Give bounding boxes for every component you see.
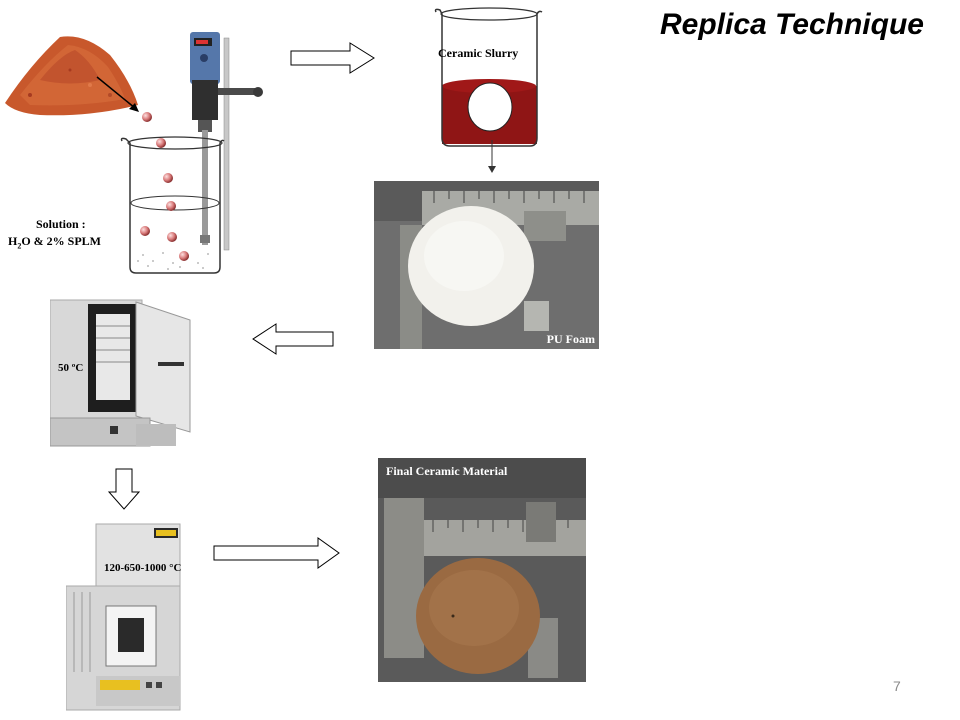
slide-title: Replica Technique [660,8,924,41]
ceramic-powder-image [0,25,140,120]
arrow-right-1 [290,42,375,74]
page-number: 7 [893,678,901,694]
solution-beaker [118,135,228,277]
muffle-furnace-image [66,522,186,712]
pu-foam-label: PU Foam [546,332,595,346]
arrow-left [252,323,334,355]
powder-arrow [96,76,139,112]
solution-label-h: H [8,234,18,248]
arrow-right-2 [213,537,340,569]
falling-particles [142,112,166,148]
slurry-down-arrow [488,140,496,173]
mechanical-stirrer [178,30,268,255]
drying-oven-image [50,296,200,451]
final-ceramic-label: Final Ceramic Material [386,464,508,478]
solution-label-subscript: 2 [17,241,22,251]
solution-label-line1: Solution : [36,217,86,231]
ceramic-slurry-label: Ceramic Slurry [438,46,519,60]
solution-label-rest: O & 2% SPLM [21,234,102,248]
arrow-down [108,468,140,510]
ceramic-slurry-beaker [432,6,547,154]
pu-foam-photo: PU Foam [374,181,599,349]
final-ceramic-photo: Final Ceramic Material [378,458,586,682]
furnace-temperature-label: 120-650-1000 °C [104,562,182,574]
oven-temperature-label: 50 ºC [58,362,84,374]
solution-label-line2: H2O & 2% SPLM [8,234,101,250]
